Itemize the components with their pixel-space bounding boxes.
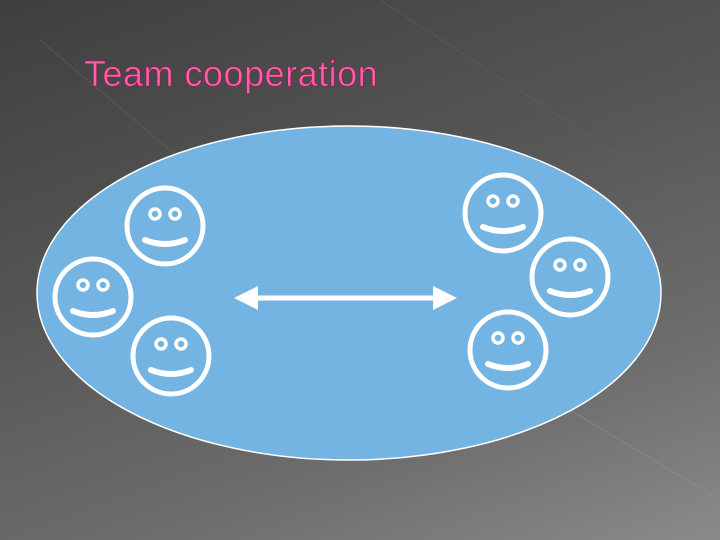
- double-arrow-icon: [234, 286, 457, 310]
- team-ellipse: [36, 125, 662, 461]
- slide-title: Team cooperation: [84, 53, 379, 94]
